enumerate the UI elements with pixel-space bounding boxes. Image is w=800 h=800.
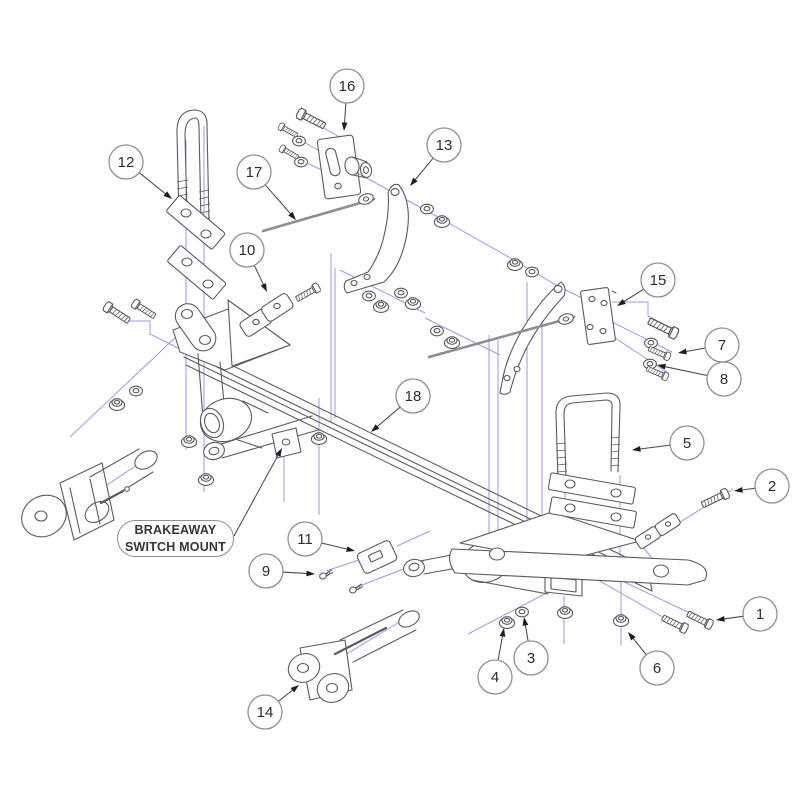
callout-14: 14: [247, 694, 283, 730]
callout-7-number: 7: [718, 337, 726, 354]
u-bolt-5: [555, 392, 621, 480]
callout-2-leader: [740, 487, 756, 491]
callout-9-number: 9: [262, 563, 270, 580]
callout-18-leader: [375, 406, 401, 428]
left-receiver-boss: [199, 397, 269, 449]
u-bolt-12-plates: [166, 195, 227, 300]
rod-17: [261, 193, 376, 233]
callout-15-number: 15: [650, 272, 667, 289]
spacer-plates-2: [634, 487, 731, 549]
callout-3-number: 3: [527, 650, 535, 667]
right-clevis-plate: [449, 511, 708, 586]
left-mount-bracket: [172, 299, 291, 419]
curved-arm-13: [343, 183, 409, 294]
callout-5: 5: [669, 425, 705, 461]
bolts-7-8: [643, 315, 681, 382]
left-support-arm: [203, 415, 319, 461]
alignment-centerlines: [37, 126, 734, 682]
callout-10-number: 10: [239, 242, 256, 259]
callout-17: 17: [236, 154, 272, 190]
callout-14-leader: [277, 688, 294, 702]
callout-7-leader: [684, 347, 706, 353]
callout-7: 7: [704, 327, 740, 363]
brakeaway-label: BRAKEAWAY SWITCH MOUNT: [117, 520, 234, 557]
callout-16: 16: [329, 68, 365, 104]
callout-9-leader: [282, 571, 309, 575]
callout-11-number: 11: [297, 531, 313, 548]
callout-12-leader: [138, 172, 167, 196]
u-bolt-5-plates: [547, 472, 637, 529]
callout-13-leader: [414, 157, 434, 181]
callout-16-leader: [343, 102, 347, 125]
side-plate-15: [580, 287, 617, 345]
leader-lines: [138, 102, 756, 702]
callout-6-leader: [631, 637, 647, 656]
brakeaway-label-line1: BRAKEAWAY: [134, 523, 217, 538]
callout-6-number: 6: [653, 660, 661, 677]
callout-16-number: 16: [339, 78, 356, 95]
callout-8-leader: [663, 365, 708, 377]
brakeaway-switch-mount-tab: [271, 427, 302, 459]
callout-9: 9: [248, 553, 284, 589]
callout-4-leader: [497, 634, 504, 661]
callout-4: 4: [477, 659, 513, 695]
screws-9: [318, 569, 364, 595]
callout-12-number: 12: [118, 154, 135, 171]
callout-8: 8: [706, 361, 742, 397]
callout-13-number: 13: [436, 137, 453, 154]
callout-15-leader: [622, 288, 644, 303]
switch-plate-11: [356, 540, 398, 574]
callout-13: 13: [426, 127, 462, 163]
brakeaway-label-line2: SWITCH MOUNT: [125, 539, 226, 554]
callout-3-leader: [524, 623, 529, 642]
callout-11: 11: [287, 521, 323, 557]
callout-10: 10: [229, 232, 265, 268]
callout-1-number: 1: [756, 606, 764, 623]
callout-5-leader: [638, 444, 671, 450]
callout-5-number: 5: [683, 435, 691, 452]
callout-15: 15: [640, 262, 676, 298]
hitch-pin-14: [287, 609, 420, 703]
callout-4-number: 4: [491, 669, 499, 686]
bottom-fasteners: [498, 606, 715, 635]
callout-3: 3: [513, 640, 549, 676]
callout-14-number: 14: [257, 704, 274, 721]
callout-2: 2: [754, 468, 790, 504]
bracket-plate-16: [316, 134, 373, 200]
callout-17-number: 17: [246, 164, 263, 181]
callout-8-number: 8: [720, 371, 728, 388]
callout-2-number: 2: [768, 478, 776, 495]
washer-plates-10: [239, 281, 322, 337]
callout-12: 12: [108, 144, 144, 180]
callout-1-leader: [722, 615, 744, 620]
callout-11-leader: [321, 542, 349, 550]
callout-18: 18: [395, 378, 431, 414]
rod-lower: [427, 313, 576, 359]
callout-17-leader: [264, 184, 292, 216]
label-pointer: [233, 448, 282, 537]
callout-1: 1: [742, 596, 778, 632]
callout-18-number: 18: [405, 388, 422, 405]
hitch-pin-left: [21, 448, 158, 541]
callout-6: 6: [639, 650, 675, 686]
callout-10-leader: [253, 265, 265, 286]
curved-arm-right: [499, 281, 566, 395]
